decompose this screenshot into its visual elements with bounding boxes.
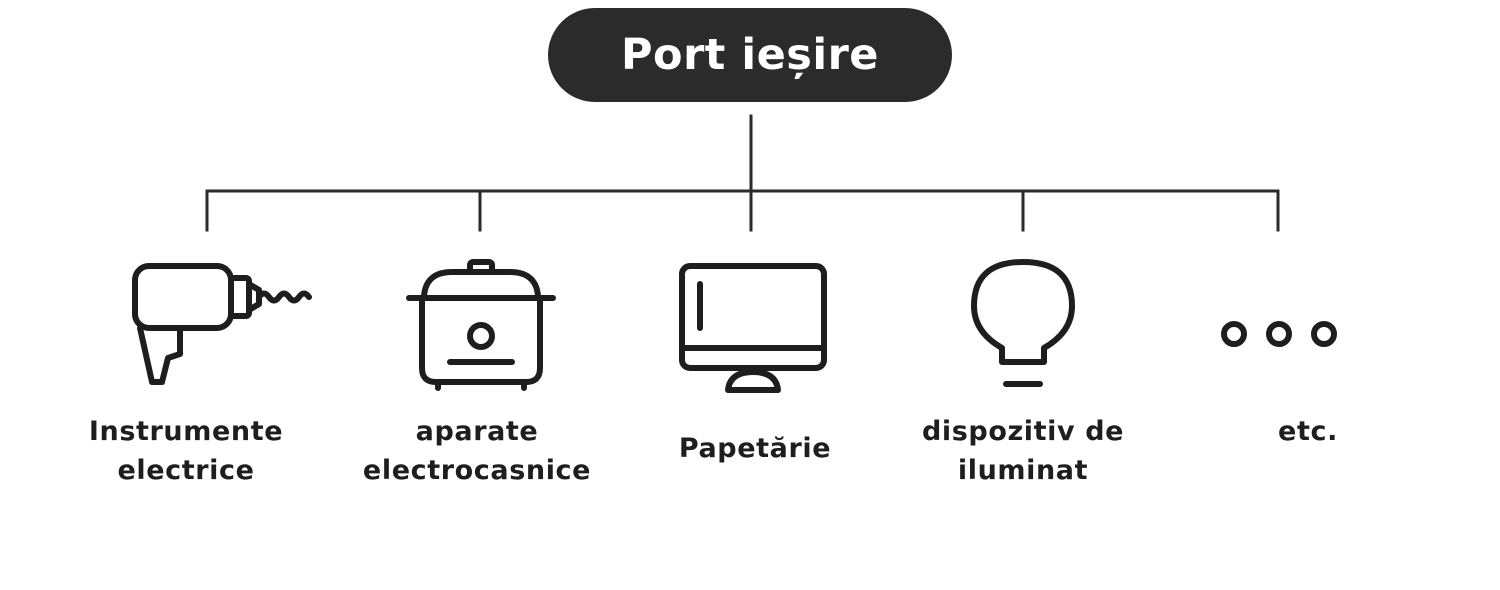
node-label-3: Papetărie (625, 429, 885, 468)
node-label-4: dispozitiv de iluminat (893, 412, 1153, 490)
node-label-1: Instrumente electrice (56, 412, 316, 490)
node-label-1-line-2: electrice (117, 455, 255, 486)
light-bulb-icon (971, 259, 1075, 387)
computer-monitor-icon (679, 263, 827, 393)
node-label-4-line-2: iluminat (957, 455, 1089, 486)
node-label-4-line-1: dispozitiv de (921, 416, 1125, 447)
power-drill-icon (132, 263, 312, 385)
node-label-2-line-2: electrocasnice (362, 455, 592, 486)
node-label-2: aparate electrocasnice (347, 412, 607, 490)
node-label-3-line-1: Papetărie (678, 433, 832, 464)
node-label-5-line-1: etc. (1278, 416, 1338, 447)
node-label-2-line-1: aparate (415, 416, 539, 447)
root-node-title: Port ieșire (621, 30, 879, 80)
rice-cooker-icon (406, 259, 556, 391)
ellipsis-icon (1221, 321, 1337, 347)
node-label-5: etc. (1178, 412, 1438, 451)
node-label-1-line-1: Instrumente (88, 416, 284, 447)
root-node: Port ieșire (548, 8, 952, 102)
